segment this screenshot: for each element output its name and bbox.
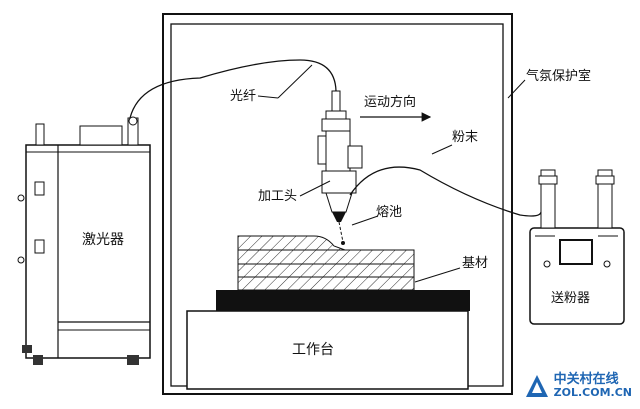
substrate-layers [237, 235, 415, 291]
zol-logo-icon [525, 375, 548, 397]
watermark-text-cn: 中关村在线 [553, 372, 619, 388]
watermark-text-en: ZOL.COM.CN [553, 386, 632, 400]
powder-label: 粉末 [452, 130, 479, 145]
worktable [186, 310, 469, 390]
zol-watermark: 中关村在线 ZOL.COM.CN [524, 373, 632, 399]
fiber-label: 光纤 [230, 89, 257, 104]
feeder-label: 送粉器 [551, 291, 591, 306]
laser-cabinet [17, 116, 151, 365]
leader-lines [257, 64, 526, 283]
table-label: 工作台 [292, 342, 334, 358]
melt-pool-dot [341, 241, 345, 245]
pool-label: 熔池 [376, 205, 403, 220]
powder-tube [349, 166, 542, 217]
processing-head [317, 90, 363, 222]
substrate-label: 基材 [462, 256, 489, 271]
base-plate [216, 290, 470, 311]
direction-label: 运动方向 [364, 95, 417, 110]
chamber-label: 气氛保护室 [526, 69, 592, 84]
laser-label: 激光器 [82, 232, 124, 248]
optical-fiber [129, 59, 337, 119]
head-label: 加工头 [258, 189, 298, 204]
powder-feeder [529, 169, 625, 325]
laser-beam [338, 221, 344, 243]
